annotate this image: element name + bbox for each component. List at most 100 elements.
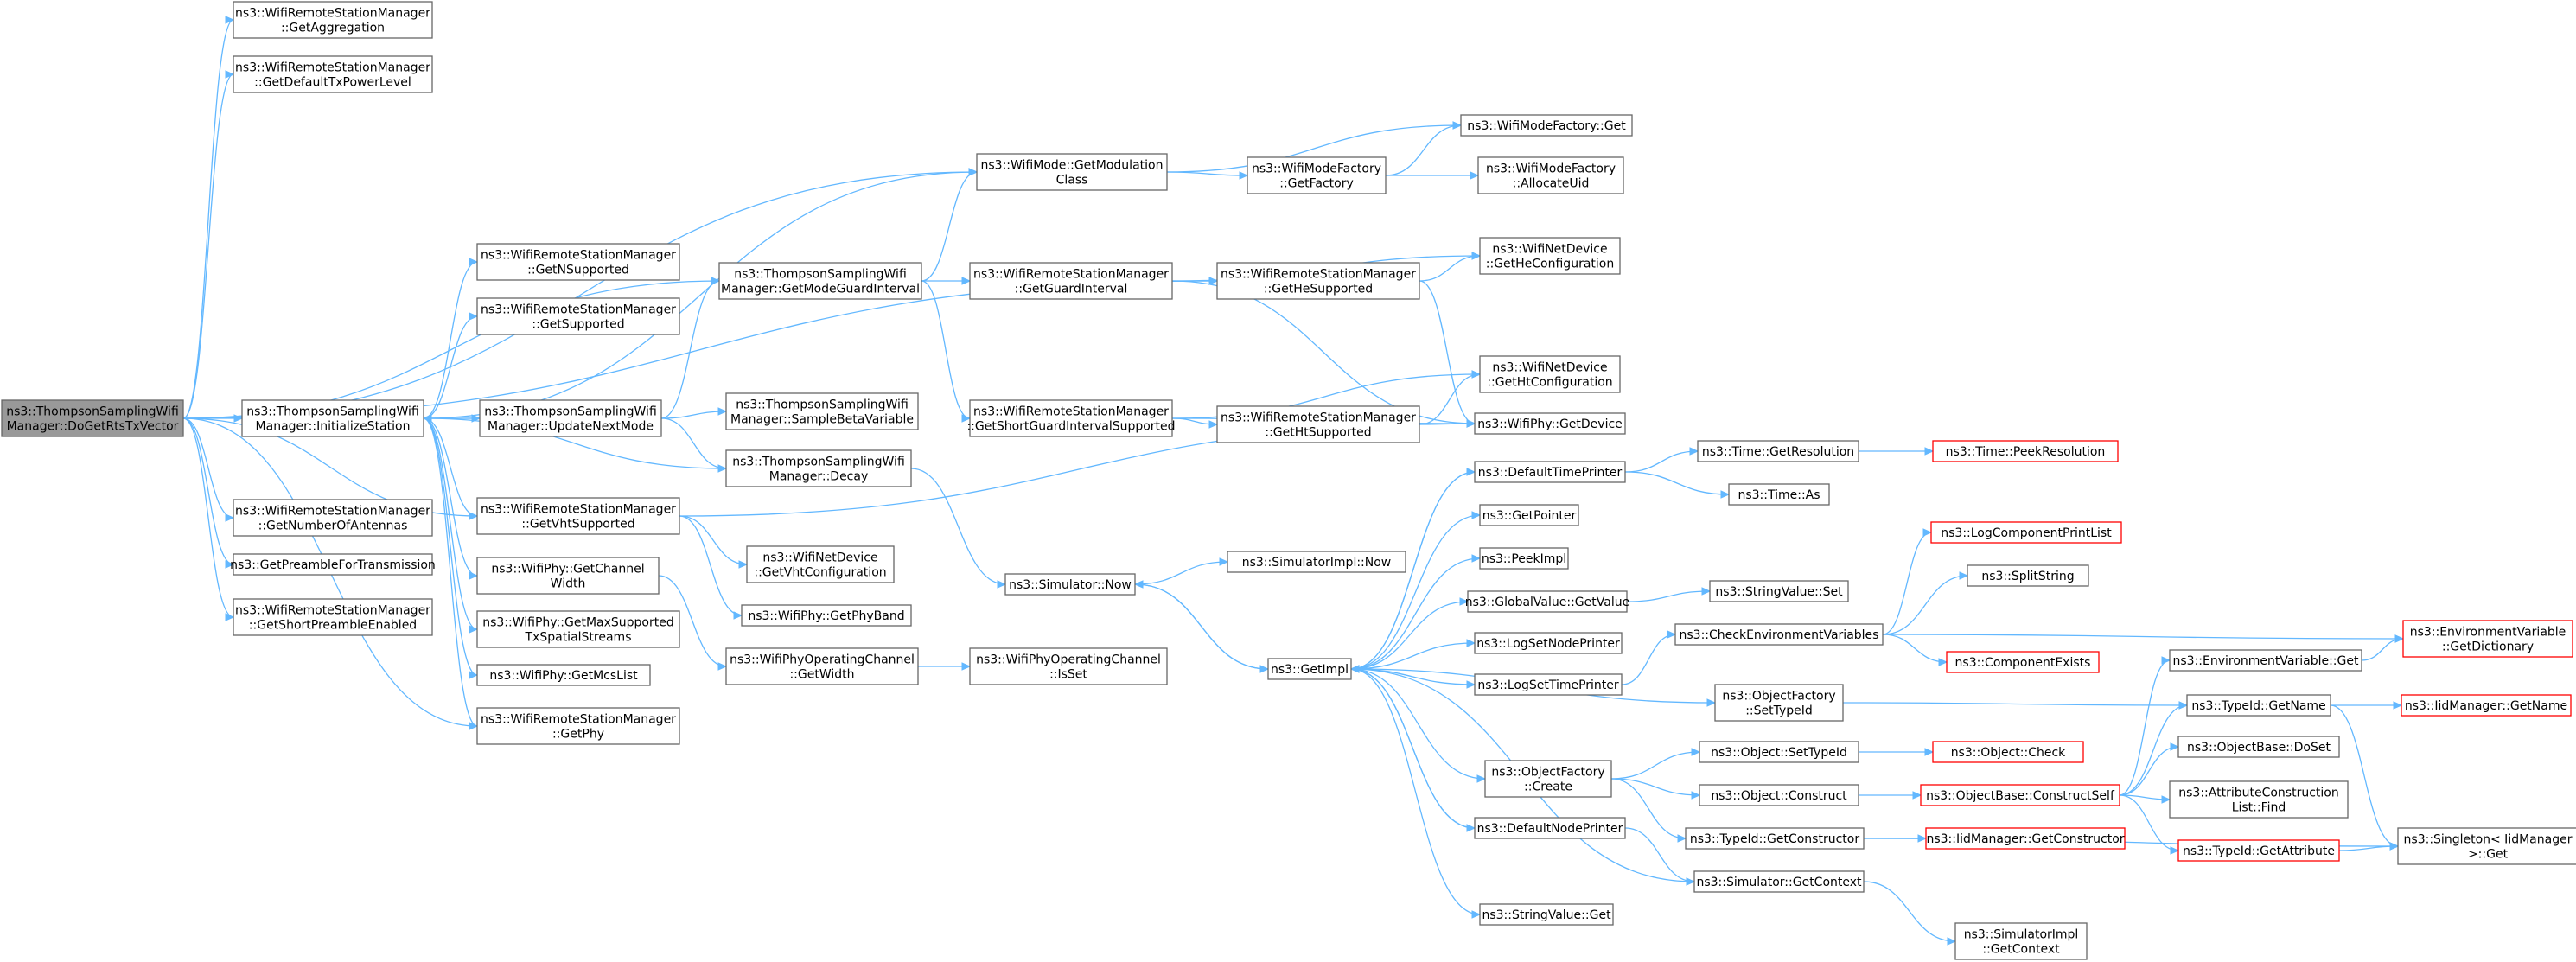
call-edge-objectFactorySetTypeId-to-typeIdGetName bbox=[1842, 701, 2189, 710]
node-get-width[interactable]: ns3::WifiPhyOperatingChannel::GetWidth bbox=[725, 647, 919, 685]
node-get-pointer[interactable]: ns3::GetPointer bbox=[1479, 504, 1579, 526]
node-get-ht-configuration[interactable]: ns3::WifiNetDevice::GetHtConfiguration bbox=[1479, 355, 1621, 393]
node-simulator-now[interactable]: ns3::Simulator::Now bbox=[1004, 573, 1136, 596]
node-label-line: ns3::WifiRemoteStationManager bbox=[1221, 268, 1416, 282]
node-object-construct[interactable]: ns3::Object::Construct bbox=[1699, 784, 1859, 806]
node-label-line: ns3::Object::Check bbox=[1951, 746, 2066, 760]
node-get-ht-supported[interactable]: ns3::WifiRemoteStationManager::GetHtSupp… bbox=[1216, 405, 1420, 443]
node-get-impl[interactable]: ns3::GetImpl bbox=[1267, 658, 1352, 680]
node-label-line: ns3::GetPreambleForTransmission bbox=[230, 558, 436, 572]
node-peek-impl[interactable]: ns3::PeekImpl bbox=[1479, 547, 1569, 570]
node-get-device[interactable]: ns3::WifiPhy::GetDevice bbox=[1474, 412, 1626, 435]
node-global-value-get-value[interactable]: ns3::GlobalValue::GetValue bbox=[1465, 590, 1629, 613]
call-edge-typeIdGetName-to-singletonGet bbox=[2330, 704, 2400, 851]
node-construct-self[interactable]: ns3::ObjectBase::ConstructSelf bbox=[1920, 784, 2120, 806]
node-default-time-printer[interactable]: ns3::DefaultTimePrinter bbox=[1474, 461, 1626, 483]
call-edge-constructSelf-to-envVarGet bbox=[2119, 656, 2171, 796]
node-check-environment-variables[interactable]: ns3::CheckEnvironmentVariables bbox=[1674, 623, 1884, 646]
node-label-line: ns3::WifiPhyOperatingChannel bbox=[976, 653, 1161, 667]
node-get-he-supported[interactable]: ns3::WifiRemoteStationManager::GetHeSupp… bbox=[1216, 262, 1420, 300]
call-edge-getChannelWidth-to-getWidth bbox=[658, 575, 728, 671]
call-edge-defaultNodePrinter-to-simulatorGetContext bbox=[1624, 827, 1696, 886]
call-edge-updateNextMode-to-sampleBetaVariable bbox=[660, 407, 728, 419]
node-label-line: Manager::DoGetRtsTxVector bbox=[7, 420, 179, 434]
node-env-var-get-dictionary[interactable]: ns3::EnvironmentVariable::GetDictionary bbox=[2402, 620, 2573, 658]
node-singleton-get[interactable]: ns3::Singleton< IidManager >::Get bbox=[2397, 827, 2576, 865]
node-get-phy[interactable]: ns3::WifiRemoteStationManager::GetPhy bbox=[476, 707, 680, 745]
node-simulator-impl-get-context[interactable]: ns3::SimulatorImpl::GetContext bbox=[1954, 922, 2088, 960]
node-string-value-get[interactable]: ns3::StringValue::Get bbox=[1479, 903, 1614, 926]
node-wifi-mode-factory-get[interactable]: ns3::WifiModeFactory::Get bbox=[1460, 114, 1633, 137]
node-get-guard-interval[interactable]: ns3::WifiRemoteStationManager::GetGuardI… bbox=[969, 262, 1173, 300]
node-object-set-type-id[interactable]: ns3::Object::SetTypeId bbox=[1699, 741, 1859, 763]
node-get-short-preamble-enabled[interactable]: ns3::WifiRemoteStationManager::GetShortP… bbox=[233, 598, 433, 636]
node-log-set-node-printer[interactable]: ns3::LogSetNodePrinter bbox=[1474, 632, 1623, 654]
node-env-var-get[interactable]: ns3::EnvironmentVariable::Get bbox=[2169, 649, 2362, 672]
node-simulator-get-context[interactable]: ns3::Simulator::GetContext bbox=[1693, 870, 1865, 893]
node-label-line: ns3::ThompsonSamplingWifi bbox=[734, 268, 907, 282]
node-get-aggregation[interactable]: ns3::WifiRemoteStationManager::GetAggreg… bbox=[233, 1, 433, 39]
node-split-string[interactable]: ns3::SplitString bbox=[1967, 564, 2089, 587]
node-type-id-get-attribute[interactable]: ns3::TypeId::GetAttribute bbox=[2177, 839, 2340, 862]
node-log-set-time-printer[interactable]: ns3::LogSetTimePrinter bbox=[1474, 673, 1623, 696]
node-time-as[interactable]: ns3::Time::As bbox=[1728, 483, 1830, 506]
node-sample-beta-variable[interactable]: ns3::ThompsonSamplingWifiManager::Sample… bbox=[725, 392, 919, 430]
node-time-get-resolution[interactable]: ns3::Time::GetResolution bbox=[1697, 440, 1859, 462]
node-get-short-guard-interval-supported[interactable]: ns3::WifiRemoteStationManager::GetShortG… bbox=[966, 399, 1176, 437]
node-label-line: ns3::SplitString bbox=[1981, 570, 2074, 583]
node-update-next-mode[interactable]: ns3::ThompsonSamplingWifiManager::Update… bbox=[479, 399, 662, 437]
node-get-vht-supported[interactable]: ns3::WifiRemoteStationManager::GetVhtSup… bbox=[476, 497, 680, 535]
node-time-peek-resolution[interactable]: ns3::Time::PeekResolution bbox=[1932, 440, 2119, 462]
node-get-he-configuration[interactable]: ns3::WifiNetDevice::GetHeConfiguration bbox=[1479, 237, 1621, 275]
node-component-exists[interactable]: ns3::ComponentExists bbox=[1946, 651, 2100, 673]
node-type-id-get-name[interactable]: ns3::TypeId::GetName bbox=[2186, 694, 2331, 717]
call-edge-constructSelf-to-typeIdGetAttribute bbox=[2119, 794, 2180, 855]
node-root[interactable]: ns3::ThompsonSamplingWifiManager::DoGetR… bbox=[1, 399, 184, 437]
call-edge-initializeStation-to-getMaxSupportedTxSpatialStreams bbox=[423, 417, 479, 634]
node-log-component-print-list[interactable]: ns3::LogComponentPrintList bbox=[1930, 521, 2122, 544]
node-get-vht-configuration[interactable]: ns3::WifiNetDevice::GetVhtConfiguration bbox=[746, 545, 895, 583]
node-get-n-supported[interactable]: ns3::WifiRemoteStationManager::GetNSuppo… bbox=[476, 243, 680, 281]
node-is-set[interactable]: ns3::WifiPhyOperatingChannel::IsSet bbox=[969, 647, 1168, 685]
node-object-factory-create[interactable]: ns3::ObjectFactory::Create bbox=[1484, 760, 1612, 798]
node-label-line: ns3::LogComponentPrintList bbox=[1941, 526, 2112, 540]
node-label-line: ns3::ObjectBase::ConstructSelf bbox=[1926, 789, 2115, 803]
node-get-mcs-list[interactable]: ns3::WifiPhy::GetMcsList bbox=[476, 664, 651, 686]
node-object-factory-set-type-id[interactable]: ns3::ObjectFactory::SetTypeId bbox=[1714, 684, 1844, 722]
node-get-max-supported-tx-spatial-streams[interactable]: ns3::WifiPhy::GetMaxSupportedTxSpatialSt… bbox=[476, 610, 680, 648]
node-get-supported[interactable]: ns3::WifiRemoteStationManager::GetSuppor… bbox=[476, 297, 680, 335]
call-edge-constructSelf-to-typeIdGetName bbox=[2119, 701, 2189, 796]
node-get-factory[interactable]: ns3::WifiModeFactory::GetFactory bbox=[1247, 156, 1387, 194]
node-initialize-station[interactable]: ns3::ThompsonSamplingWifiManager::Initia… bbox=[241, 399, 424, 437]
node-get-phy-band[interactable]: ns3::WifiPhy::GetPhyBand bbox=[741, 604, 912, 627]
call-edge-getImpl-to-logSetNodePrinter bbox=[1350, 639, 1476, 670]
node-default-node-printer[interactable]: ns3::DefaultNodePrinter bbox=[1474, 817, 1626, 839]
node-label-line: Manager::Decay bbox=[769, 470, 869, 484]
node-string-value-set[interactable]: ns3::StringValue::Set bbox=[1709, 580, 1849, 602]
node-object-check[interactable]: ns3::Object::Check bbox=[1932, 741, 2084, 763]
node-simulator-impl-now[interactable]: ns3::SimulatorImpl::Now bbox=[1227, 551, 1406, 573]
node-label-line: Manager::UpdateNextMode bbox=[488, 420, 654, 434]
node-label-line: ns3::IidManager::GetConstructor bbox=[1926, 832, 2124, 846]
node-label-line: Width bbox=[551, 577, 586, 591]
call-edge-root-to-getDefaultTxPowerLevel bbox=[182, 70, 235, 419]
node-label-line: ns3::StringValue::Set bbox=[1715, 585, 1843, 599]
call-edge-getImpl-to-globalValueGetValue bbox=[1350, 597, 1470, 670]
node-object-base-do-set[interactable]: ns3::ObjectBase::DoSet bbox=[2177, 736, 2340, 758]
node-iid-get-constructor[interactable]: ns3::IidManager::GetConstructor bbox=[1925, 827, 2126, 850]
node-label-line: >::Get bbox=[2468, 848, 2509, 862]
node-type-id-get-constructor[interactable]: ns3::TypeId::GetConstructor bbox=[1685, 827, 1865, 850]
node-get-preamble-for-transmission[interactable]: ns3::GetPreambleForTransmission bbox=[230, 553, 436, 576]
node-label-line: ns3::ComponentExists bbox=[1955, 656, 2091, 670]
call-edge-updateNextMode-to-decay bbox=[660, 417, 728, 473]
node-iid-get-name[interactable]: ns3::IidManager::GetName bbox=[2401, 694, 2572, 717]
call-edge-objectSetTypeId-to-objectCheck bbox=[1859, 748, 1935, 756]
node-get-number-of-antennas[interactable]: ns3::WifiRemoteStationManager::GetNumber… bbox=[233, 499, 433, 537]
node-allocate-uid[interactable]: ns3::WifiModeFactory::AllocateUid bbox=[1477, 156, 1624, 194]
node-get-mode-guard-interval[interactable]: ns3::ThompsonSamplingWifiManager::GetMod… bbox=[718, 262, 922, 300]
node-get-default-tx-power-level[interactable]: ns3::WifiRemoteStationManager::GetDefaul… bbox=[233, 55, 433, 93]
